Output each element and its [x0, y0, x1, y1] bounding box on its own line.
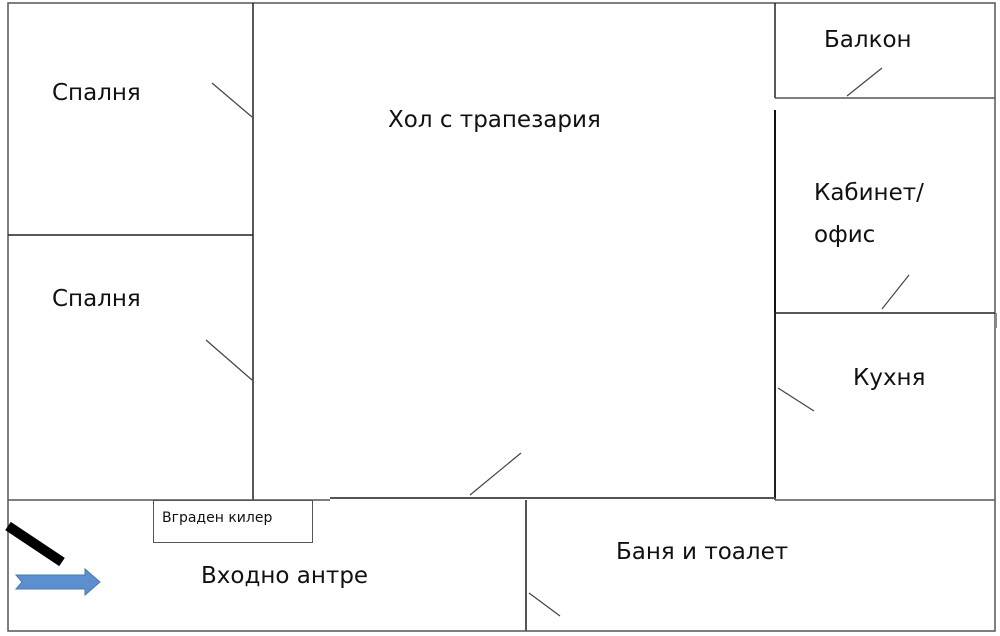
door-living — [469, 452, 522, 496]
room-label-balcony: Балкон — [824, 27, 912, 53]
built-in-closet — [153, 500, 313, 543]
entry-door-icon — [5, 521, 65, 567]
entry-arrow-icon — [14, 567, 101, 597]
room-label-kitchen: Кухня — [853, 365, 926, 391]
room-label-bedroom-1: Спалня — [52, 80, 141, 106]
room-label-office-line1: Кабинет/ — [814, 180, 924, 206]
door-bedroom-1 — [211, 82, 253, 118]
door-bathroom — [528, 592, 561, 617]
room-label-bathroom: Баня и тоалет — [616, 539, 789, 565]
door-kitchen — [777, 387, 815, 412]
door-office — [881, 274, 910, 310]
door-bedroom-2 — [205, 339, 253, 381]
door-balcony — [846, 67, 883, 97]
doors — [205, 67, 910, 617]
room-label-bedroom-2: Спалня — [52, 286, 141, 312]
closet-label: Вграден килер — [162, 510, 273, 526]
room-label-office-line2: офис — [814, 222, 876, 248]
room-label-living-dining: Хол с трапезария — [388, 107, 601, 133]
room-label-entrance-hall: Входно антре — [201, 563, 369, 589]
